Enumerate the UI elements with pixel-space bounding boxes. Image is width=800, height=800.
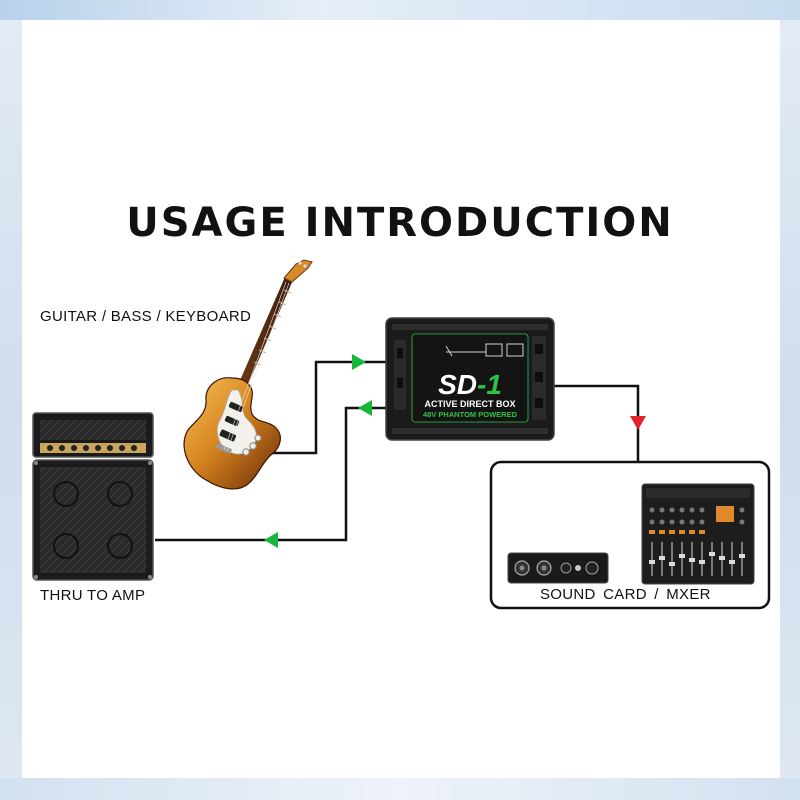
amp-label: THRU TO AMP: [40, 587, 146, 604]
direct-box-device: SD-1 ACTIVE DIRECT BOX 48V PHANTOM POWER…: [385, 317, 555, 441]
device-model-suffix: -1: [477, 369, 502, 400]
frame-right: [780, 20, 800, 800]
arrow-to-mixer: [630, 416, 646, 430]
svg-text:SD-1: SD-1: [438, 369, 502, 400]
guitar-amp-icon: [32, 412, 154, 581]
wire-box-to-mixer: [552, 384, 640, 462]
guitar-label: GUITAR / BASS / KEYBOARD: [40, 308, 252, 325]
frame-bottom: [0, 778, 800, 800]
arrow-to-box-input: [352, 354, 366, 370]
frame-left: [0, 20, 22, 800]
page-title: USAGE INTRODUCTION: [126, 200, 674, 246]
device-model-prefix: SD: [438, 369, 477, 400]
electric-guitar-icon: [183, 259, 313, 490]
device-line2: 48V PHANTOM POWERED: [423, 410, 518, 419]
frame-top: [0, 0, 800, 20]
sound-card-label: SOUND CARD / MXER: [540, 586, 711, 603]
audio-interface-icon: [507, 552, 609, 584]
mixer-console-icon: [641, 483, 755, 585]
arrow-from-box-thru: [358, 400, 372, 416]
device-line1: ACTIVE DIRECT BOX: [424, 399, 515, 409]
arrow-to-amp: [264, 532, 278, 548]
